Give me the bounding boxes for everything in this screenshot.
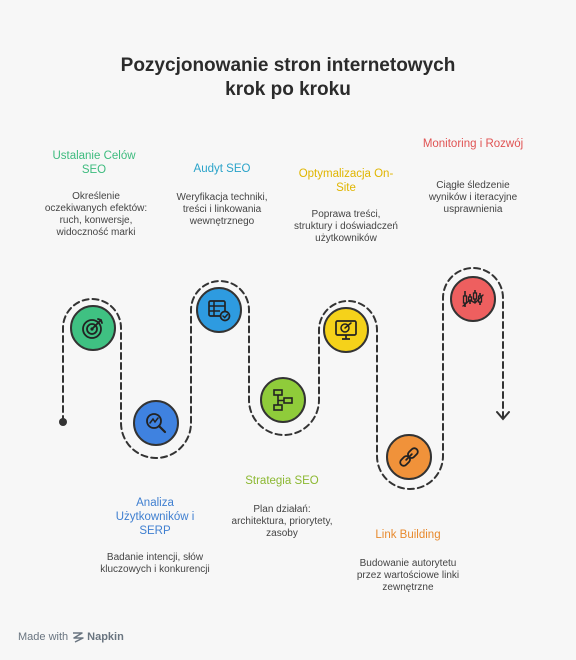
napkin-brand-label: Napkin <box>87 631 124 643</box>
step-7-circle <box>450 276 496 322</box>
monitor-target-icon <box>335 320 357 340</box>
chain-link-icon <box>399 447 419 467</box>
step-5-description: Poprawa treści, struktury i doświadczeń … <box>294 209 398 244</box>
page-title: Pozycjonowanie stron internetowych krok … <box>0 54 576 102</box>
step-6-circle <box>386 434 432 480</box>
path-start-dot <box>59 418 67 426</box>
step-3-title: Audyt SEO <box>193 163 251 175</box>
step-2-description: Badanie intencji, słów kluczowych i konk… <box>100 552 210 575</box>
step-5-circle <box>323 307 369 353</box>
checklist-table-icon <box>208 300 231 322</box>
target-icon <box>82 318 103 339</box>
step-2-title: Analiza Użytkowników i SERP <box>115 497 195 537</box>
magnifier-analysis-icon <box>146 413 167 434</box>
step-1-title: Ustalanie Celów SEO <box>52 150 136 176</box>
title-line-2: krok po kroku <box>225 79 351 100</box>
step-6-title: Link Building <box>375 529 441 541</box>
step-1-description: Określenie oczekiwanych efektów: ruch, k… <box>44 191 148 238</box>
step-3-circle <box>196 287 242 333</box>
path-end-arrow <box>496 411 510 421</box>
napkin-brand[interactable]: Napkin <box>72 631 124 643</box>
step-4-circle <box>260 377 306 423</box>
step-4-description: Plan działań: architektura, priorytety, … <box>231 504 333 539</box>
step-4-title: Strategia SEO <box>245 475 319 487</box>
flowchart-icon <box>273 389 293 411</box>
made-with-label: Made with <box>18 631 69 643</box>
step-7-title: Monitoring i Rozwój <box>422 138 524 150</box>
napkin-logo-icon <box>73 632 84 643</box>
chart-candles-icon <box>462 290 484 307</box>
footer: Made with Napkin <box>18 631 124 643</box>
step-3-description: Weryfikacja techniki, treści i linkowani… <box>176 192 268 227</box>
step-1-circle <box>70 305 116 351</box>
step-7-description: Ciągłe śledzenie wyników i iteracyjne us… <box>428 180 518 215</box>
title-line-1: Pozycjonowanie stron internetowych <box>120 55 456 76</box>
step-2-circle <box>133 400 179 446</box>
step-5-title: Optymalizacja On-Site <box>298 168 394 194</box>
step-6-description: Budowanie autorytetu przez wartościowe l… <box>356 558 460 593</box>
